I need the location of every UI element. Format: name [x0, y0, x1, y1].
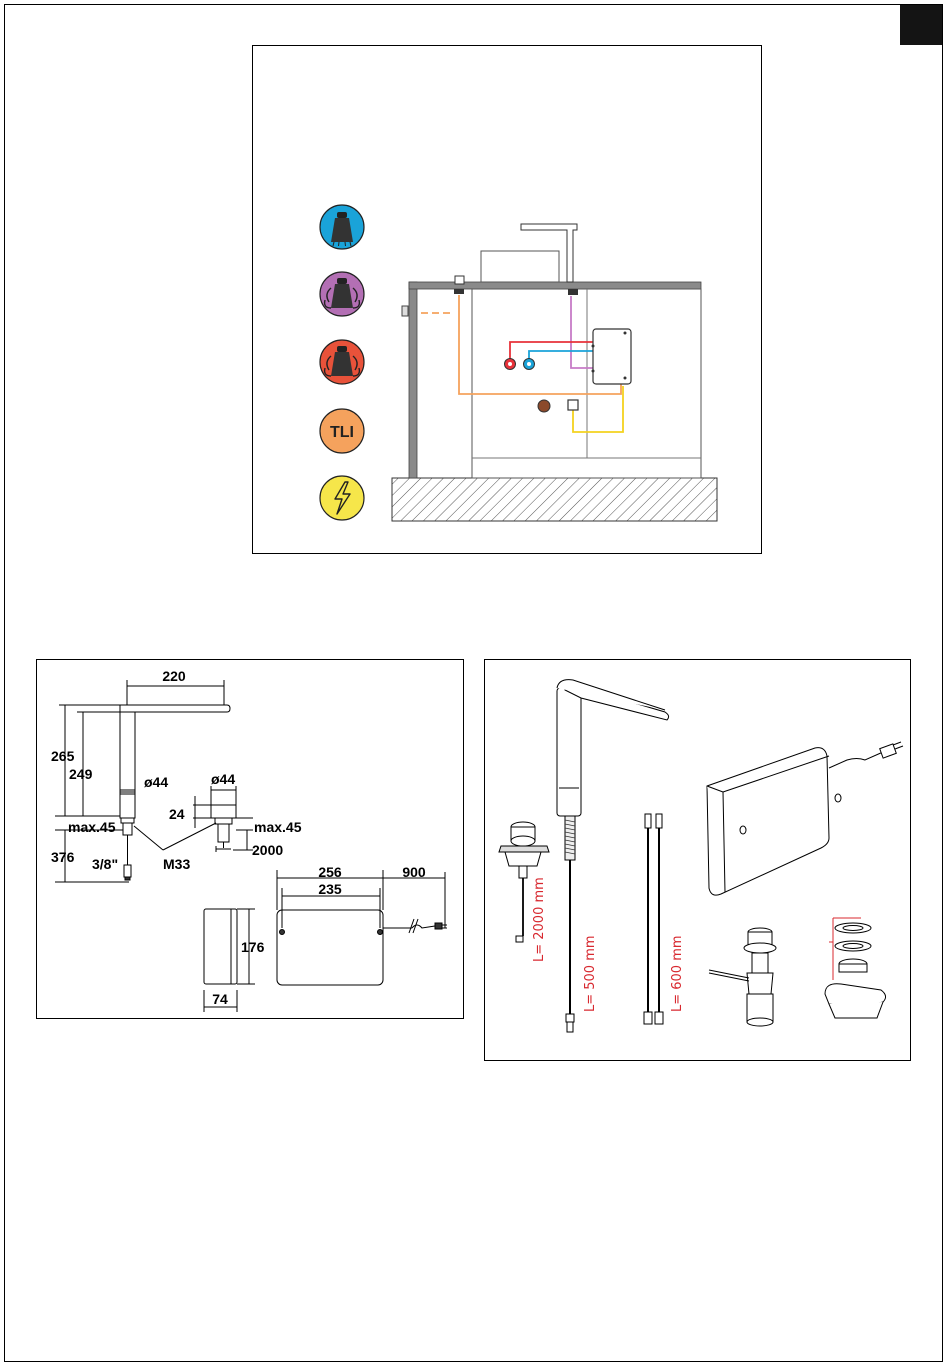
dim-box-width-inner: 235 — [318, 881, 342, 897]
dimension-drawing: 220 265 249 ø44 ø44 24 max.45 max.45 376… — [37, 660, 463, 1018]
flex-hoses-component — [644, 814, 663, 1024]
dim-spout-reach: 220 — [162, 668, 186, 684]
mirror-cabinet — [481, 251, 559, 282]
floor — [392, 478, 717, 521]
installation-diagram-panel: TLI — [252, 45, 762, 554]
dim-connection-length: 376 — [51, 849, 75, 865]
dim-power-cable: 900 — [402, 864, 426, 880]
washer-set-component — [825, 923, 886, 1018]
dim-connection-thread: 3/8" — [92, 856, 118, 872]
tli-icon: TLI — [320, 409, 364, 453]
dim-box-width-outer: 256 — [318, 864, 342, 880]
tap-component — [557, 680, 669, 1032]
cold-line — [529, 351, 593, 361]
flex-hose-length: L= 600 mm — [670, 935, 685, 1012]
waste-valve-component — [709, 928, 776, 1026]
dim-box-depth: 74 — [212, 991, 228, 1007]
tap-symbol — [521, 224, 577, 282]
tap-hose-length: L= 500 mm — [583, 935, 598, 1012]
components-illustration: L= 2000 mm L= 500 mm L= 600 mm — [485, 660, 910, 1060]
installation-diagram: TLI — [253, 46, 761, 553]
dim-total-height: 265 — [51, 748, 75, 764]
tli-label: TLI — [330, 424, 354, 441]
dim-body-diameter: ø44 — [144, 774, 168, 790]
drain — [538, 400, 550, 412]
dim-cable-length: 2000 — [252, 842, 283, 858]
dim-max-thickness-left: max.45 — [68, 819, 116, 835]
power-icon — [320, 476, 364, 520]
power-line — [573, 386, 623, 432]
dimension-drawing-panel: 220 265 249 ø44 ø44 24 max.45 max.45 376… — [36, 659, 464, 1019]
dim-button-height: 24 — [169, 806, 185, 822]
sensor-cable-length: L= 2000 mm — [532, 877, 547, 962]
section-tab-marker — [900, 5, 942, 45]
dim-thread: M33 — [163, 856, 190, 872]
components-panel: L= 2000 mm L= 500 mm L= 600 mm — [484, 659, 911, 1061]
wall-post — [409, 282, 417, 478]
cold-water-icon — [320, 205, 364, 249]
power-socket — [568, 400, 578, 410]
control-box — [593, 329, 631, 384]
control-box-component — [707, 742, 903, 895]
mixed-water-icon — [320, 272, 364, 316]
dim-button-diameter: ø44 — [211, 771, 235, 787]
dim-box-height: 176 — [241, 939, 265, 955]
hot-water-icon — [320, 340, 364, 384]
mixed-line — [571, 296, 593, 368]
countertop — [409, 282, 701, 289]
dim-max-thickness-right: max.45 — [254, 819, 302, 835]
dim-spout-height: 249 — [69, 766, 93, 782]
